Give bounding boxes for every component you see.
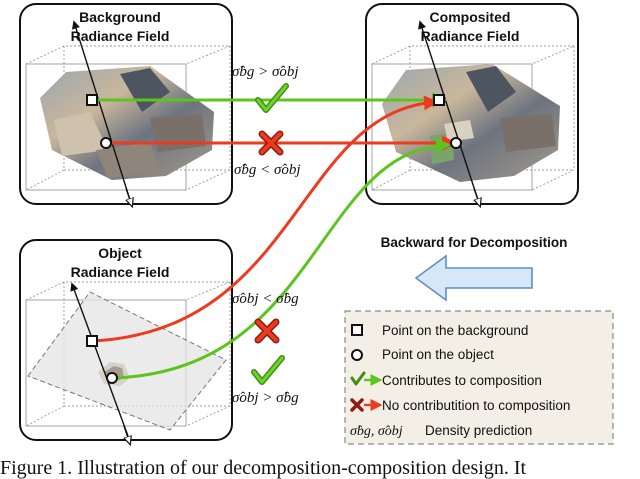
figure-caption: Figure 1. Illustration of our decomposit… [0, 457, 526, 479]
background-point-square-icon [86, 335, 98, 347]
circle-point-icon [351, 349, 363, 361]
ray-end-marker [126, 187, 132, 206]
backward-arrow-icon [414, 254, 533, 302]
legend-text: Contributes to composition [382, 373, 542, 388]
green-check-icon-fill [256, 84, 288, 112]
panel-title-line1: Composited [430, 9, 511, 25]
background-point-square-icon [86, 94, 98, 106]
square-point-icon [351, 324, 363, 336]
ray-end-marker [474, 187, 480, 206]
density-symbol: σ̂bg, σ̂obj [350, 424, 403, 439]
object-point-circle-icon [106, 372, 118, 384]
object-plane [27, 291, 227, 431]
camera-ray [72, 20, 131, 201]
legend-text: Point on the object [382, 347, 494, 362]
object-point-green-curve [111, 137, 451, 380]
legend-text: No contributition to composition [382, 398, 570, 413]
condition-bg-lt-obj: σ̂bg < σ̂obj [234, 162, 301, 178]
camera-ray [70, 282, 129, 437]
panel-title-line2: Radiance Field [71, 264, 170, 280]
legend-box: Point on the background Point on the obj… [344, 310, 614, 445]
cross-red-arrow-icon [350, 398, 383, 412]
background-panel: Background Radiance Field [19, 3, 233, 206]
object-point-circle-icon [450, 137, 462, 149]
red-cross-icon [254, 318, 280, 344]
panel-title-line2: Radiance Field [421, 28, 520, 44]
condition-bg-gt-obj: σ̂bg > σ̂obj [232, 64, 299, 80]
camera-ray [418, 20, 479, 201]
object-point-circle-icon [100, 137, 112, 149]
panel-title-line1: Object [98, 245, 142, 261]
panel-title-line1: Background [79, 9, 161, 25]
legend-text: Density prediction [425, 423, 532, 438]
background-point-square-icon [433, 94, 445, 106]
composited-panel: Composited Radiance Field [365, 3, 579, 206]
condition-obj-lt-bg: σ̂obj < σ̂bg [232, 291, 299, 307]
object-bg-point-red-curve [92, 95, 439, 343]
green-check-icon-fill [252, 356, 284, 384]
check-green-arrow-icon [350, 371, 383, 386]
object-panel: Object Radiance Field [19, 239, 233, 444]
backward-label: Backward for Decomposition [381, 235, 568, 250]
legend-text: Point on the background [382, 323, 528, 338]
panel-title-line2: Radiance Field [71, 28, 170, 44]
condition-obj-gt-bg: σ̂obj > σ̂bg [232, 390, 299, 406]
red-cross-icon [258, 130, 284, 156]
connection-arrows [92, 92, 457, 380]
ray-end-marker [124, 425, 130, 444]
